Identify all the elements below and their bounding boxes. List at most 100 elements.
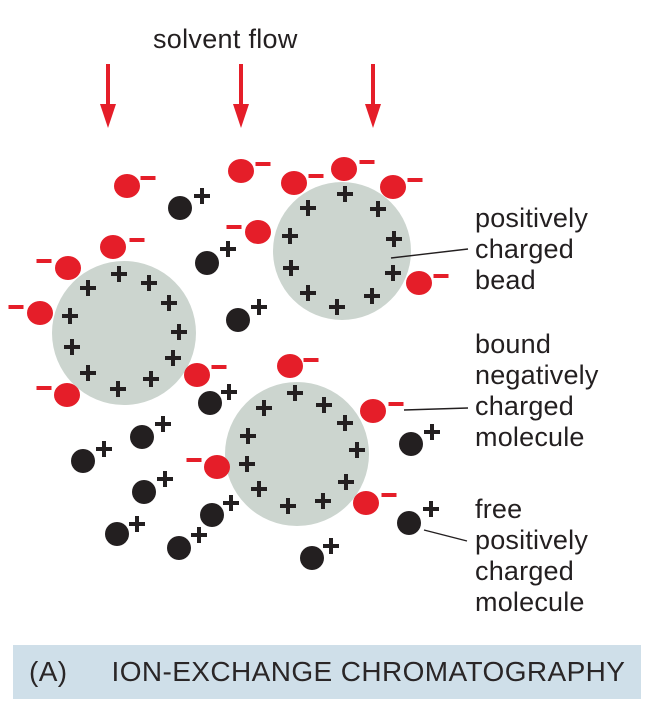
positively-charged-molecule: [300, 546, 324, 570]
plus-bar-vertical: [177, 324, 181, 340]
positively-charged-molecule: [132, 480, 156, 504]
positively-charged-molecule: [399, 432, 423, 456]
negatively-charged-molecule: [353, 491, 379, 515]
negatively-charged-molecule: [360, 399, 386, 423]
minus-charge-icon: [359, 160, 375, 164]
plus-bar-vertical: [429, 501, 433, 517]
positively-charged-molecule: [198, 391, 222, 415]
plus-bar-vertical: [370, 288, 374, 304]
negatively-charged-molecule: [406, 271, 432, 295]
bead-plus-charge-icon: [80, 365, 96, 381]
plus-bar-vertical: [286, 498, 290, 514]
bead-plus-charge-icon: [62, 308, 78, 324]
bead-plus-charge-icon: [239, 456, 255, 472]
negatively-charged-molecule: [204, 455, 230, 479]
annotation-label-line: negatively: [475, 360, 599, 390]
annotation-label-line: bound: [475, 329, 552, 359]
arrow-head: [233, 104, 249, 128]
plus-bar-vertical: [376, 201, 380, 217]
caption-title: ION-EXCHANGE CHROMATOGRAPHY: [111, 656, 626, 687]
plus-bar-vertical: [288, 228, 292, 244]
plus-bar-vertical: [329, 538, 333, 554]
annotation-label-line: bead: [475, 265, 536, 295]
plus-charge-icon: [323, 538, 339, 554]
plus-charge-icon: [220, 241, 236, 257]
negatively-charged-molecule: [331, 157, 357, 181]
plus-bar-vertical: [102, 441, 106, 457]
bead-plus-charge-icon: [364, 288, 380, 304]
plus-bar-vertical: [430, 424, 434, 440]
plus-charge-icon: [194, 188, 210, 204]
plus-bar-vertical: [197, 527, 201, 543]
bead-plus-charge-icon: [386, 231, 402, 247]
plus-bar-vertical: [257, 299, 261, 315]
minus-charge-icon: [226, 225, 242, 229]
plus-bar-vertical: [163, 471, 167, 487]
negatively-charged-molecule: [281, 171, 307, 195]
plus-bar-vertical: [68, 308, 72, 324]
bead-plus-charge-icon: [316, 397, 332, 413]
plus-bar-vertical: [344, 474, 348, 490]
plus-bar-vertical: [135, 516, 139, 532]
minus-charge-icon: [303, 358, 319, 362]
plus-bar-vertical: [116, 381, 120, 397]
plus-bar-vertical: [70, 339, 74, 355]
plus-bar-vertical: [322, 397, 326, 413]
annotation-label-line: positively: [475, 525, 589, 555]
bead-plus-charge-icon: [349, 442, 365, 458]
negatively-charged-molecule: [184, 363, 210, 387]
bead-plus-charge-icon: [171, 324, 187, 340]
minus-charge-icon: [211, 365, 227, 369]
bead-plus-charge-icon: [282, 228, 298, 244]
plus-bar-vertical: [200, 188, 204, 204]
minus-charge-icon: [140, 176, 156, 180]
bead-plus-charge-icon: [280, 498, 296, 514]
plus-bar-vertical: [306, 285, 310, 301]
plus-bar-vertical: [167, 295, 171, 311]
negatively-charged-molecule: [100, 235, 126, 259]
minus-charge-icon: [36, 259, 52, 263]
minus-charge-icon: [308, 174, 324, 178]
negatively-charged-molecule: [245, 220, 271, 244]
arrow-head: [100, 104, 116, 128]
plus-bar-vertical: [262, 400, 266, 416]
arrow-shaft: [106, 64, 110, 104]
bead-plus-charge-icon: [110, 381, 126, 397]
negatively-charged-molecule: [54, 383, 80, 407]
positively-charged-molecule: [105, 522, 129, 546]
minus-charge-icon: [186, 458, 202, 462]
annotation-label-line: charged: [475, 391, 574, 421]
plus-bar-vertical: [161, 416, 165, 432]
plus-charge-icon: [155, 416, 171, 432]
arrow-shaft: [239, 64, 243, 104]
plus-bar-vertical: [335, 299, 339, 315]
bead-plus-charge-icon: [240, 428, 256, 444]
bead-plus-charge-icon: [329, 299, 345, 315]
arrow-head: [365, 104, 381, 128]
positively-charged-molecule: [71, 449, 95, 473]
bead-plus-charge-icon: [287, 385, 303, 401]
panel-tag: (A): [29, 656, 68, 687]
plus-charge-icon: [223, 495, 239, 511]
minus-charge-icon: [8, 305, 24, 309]
bead-plus-charge-icon: [315, 493, 331, 509]
plus-bar-vertical: [86, 280, 90, 296]
negatively-charged-molecule: [228, 159, 254, 183]
plus-bar-vertical: [227, 384, 231, 400]
annotation-label-line: charged: [475, 556, 574, 586]
plus-charge-icon: [423, 501, 439, 517]
plus-bar-vertical: [149, 371, 153, 387]
bead-plus-charge-icon: [338, 474, 354, 490]
plus-bar-vertical: [117, 266, 121, 282]
positively-charged-molecule: [130, 425, 154, 449]
leader-line: [423, 529, 468, 542]
bead-plus-charge-icon: [283, 260, 299, 276]
bead-plus-charge-icon: [141, 275, 157, 291]
positively-charged-molecule: [397, 511, 421, 535]
negatively-charged-molecule: [55, 256, 81, 280]
positively-charged-bead: [225, 382, 369, 526]
plus-bar-vertical: [86, 365, 90, 381]
bead-plus-charge-icon: [64, 339, 80, 355]
positively-charged-bead: [273, 182, 411, 320]
